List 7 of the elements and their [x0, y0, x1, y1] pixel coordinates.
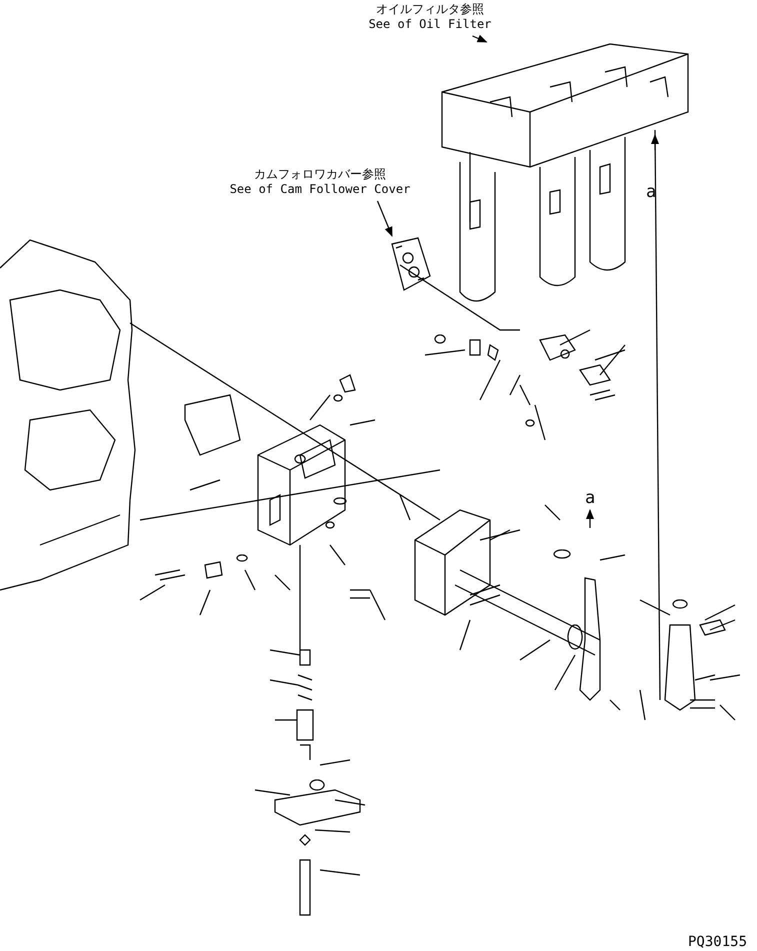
leader-line — [376, 200, 393, 237]
leader-line — [472, 34, 488, 43]
reference-note: オイルフィルタ参照 See of Oil Filter — [345, 2, 515, 34]
drawing-number: PQ30155 — [688, 934, 748, 950]
letter-label: a — [646, 182, 656, 202]
reference-note: カムフォロワカバー参照 See of Cam Follower Cover — [205, 167, 435, 199]
letter-label: a — [585, 488, 596, 508]
